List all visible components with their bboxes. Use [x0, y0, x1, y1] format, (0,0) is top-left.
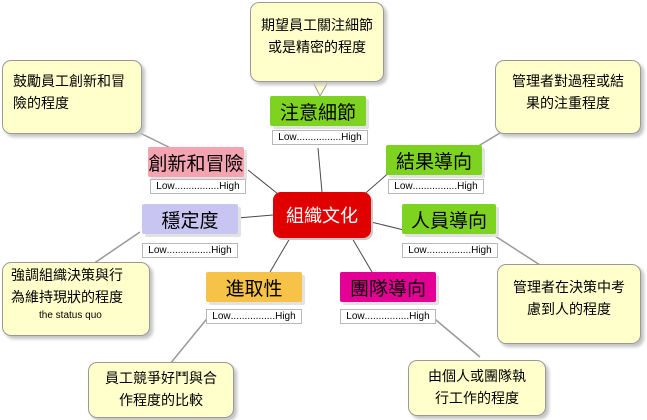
- scale-team: Low................High: [340, 309, 436, 324]
- scale-low: Low: [156, 181, 175, 192]
- scale-people: Low................High: [402, 243, 498, 258]
- callout-team-line1: 由個人或團隊執: [428, 369, 526, 385]
- callout-stability-note: the status quo: [39, 310, 102, 321]
- callout-stability-line2: 為維持現狀的程度: [11, 290, 123, 306]
- callout-team: 由個人或團隊執 行工作的程度: [408, 360, 546, 416]
- node-detail: 注意細節: [270, 96, 366, 126]
- callout-innovation-line1: 鼓勵員工創新和冒: [13, 74, 125, 90]
- pointer-team: [429, 314, 481, 358]
- scale-low: Low: [408, 245, 427, 256]
- node-stability: 穩定度: [142, 204, 238, 234]
- scale-dots: ................: [364, 311, 410, 322]
- scale-high: High: [341, 132, 362, 143]
- callout-innovation-line2: 險的程度: [13, 96, 69, 112]
- scale-dots: ................: [426, 245, 472, 256]
- callout-stability: 強調組織決策與行 為維持現狀的程度 the status quo: [2, 262, 150, 336]
- scale-stability: Low................High: [142, 243, 238, 258]
- link-detail: [317, 147, 323, 193]
- scale-aggressiveness: Low................High: [206, 309, 302, 324]
- scale-dots: ................: [230, 311, 276, 322]
- scale-high: High: [211, 245, 232, 256]
- callout-detail-line2: 或是精密的程度: [268, 40, 366, 56]
- scale-high: High: [471, 245, 492, 256]
- callout-detail: 期望員工關注細節 或是精密的程度: [250, 2, 384, 82]
- node-people: 人員導向: [402, 204, 496, 234]
- node-outcome: 結果導向: [386, 145, 482, 175]
- scale-low: Low: [394, 181, 413, 192]
- callout-stability-line1: 強調組織決策與行: [11, 268, 123, 284]
- center-node: 組織文化: [273, 192, 371, 238]
- scale-detail: Low................High: [272, 130, 368, 145]
- scale-outcome: Low................High: [388, 179, 484, 194]
- callout-detail-line1: 期望員工關注細節: [261, 18, 373, 34]
- pointer-people: [494, 235, 541, 266]
- callout-outcome-line2: 果的注重程度: [526, 96, 610, 112]
- scale-high: High: [219, 181, 240, 192]
- scale-dots: ................: [296, 132, 342, 143]
- scale-low: Low: [212, 311, 231, 322]
- scale-dots: ................: [174, 181, 220, 192]
- scale-innovation: Low................High: [150, 179, 246, 194]
- link-stability: [237, 214, 274, 219]
- callout-team-line2: 行工作的程度: [435, 391, 519, 407]
- callout-outcome: 管理者對過程或結 果的注重程度: [495, 60, 641, 134]
- pointer-stability: [89, 231, 141, 267]
- scale-high: High: [275, 311, 296, 322]
- node-innovation: 創新和冒險: [148, 147, 244, 177]
- scale-dots: ................: [166, 245, 212, 256]
- node-team: 團隊導向: [340, 272, 436, 302]
- callout-people-line2: 慮到人的程度: [527, 302, 611, 318]
- callout-aggressiveness-line1: 員工競爭好鬥與合: [105, 371, 217, 387]
- pointer-detail: [312, 81, 329, 98]
- callout-people-line1: 管理者在決策中考: [513, 280, 625, 296]
- link-aggressiveness: [269, 237, 291, 273]
- pointer-aggressiveness: [164, 314, 211, 371]
- scale-high: High: [409, 311, 430, 322]
- link-people: [370, 221, 405, 231]
- scale-low: Low: [148, 245, 167, 256]
- callout-people: 管理者在決策中考 慮到人的程度: [497, 264, 641, 344]
- node-aggressiveness: 進取性: [206, 272, 302, 302]
- scale-low: Low: [346, 311, 365, 322]
- callout-aggressiveness: 員工競爭好鬥與合 作程度的比較: [88, 362, 234, 418]
- link-team: [351, 237, 373, 273]
- callout-aggressiveness-line2: 作程度的比較: [119, 393, 203, 409]
- callout-outcome-line1: 管理者對過程或結: [512, 74, 624, 90]
- scale-high: High: [457, 181, 478, 192]
- scale-dots: ................: [412, 181, 458, 192]
- callout-innovation: 鼓勵員工創新和冒 險的程度: [2, 60, 142, 134]
- scale-low: Low: [278, 132, 297, 143]
